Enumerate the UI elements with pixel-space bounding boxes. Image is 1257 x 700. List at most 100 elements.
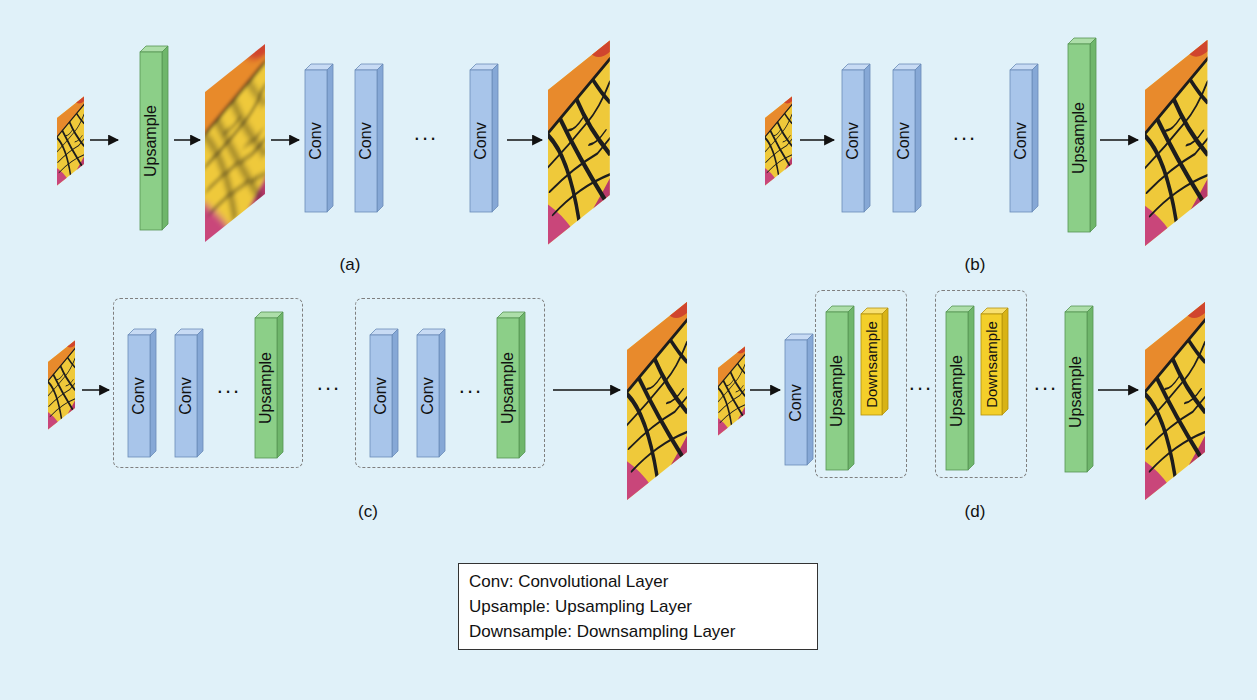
upsample-layer: Upsample — [255, 312, 283, 458]
output-image — [622, 293, 692, 509]
prism-front — [355, 70, 377, 212]
layer-face: Upsample — [1068, 44, 1090, 232]
ellipsis-mark: ... — [414, 120, 438, 146]
layer-label: Downsample — [984, 321, 999, 408]
layer-label: Conv — [420, 377, 436, 414]
flow-arrow — [800, 139, 834, 141]
layer-label: Upsample — [143, 105, 159, 177]
prism-side — [519, 312, 525, 458]
layer-face: Conv — [1010, 70, 1032, 212]
flow-arrow — [1100, 139, 1138, 141]
conv-layer: Conv — [175, 329, 203, 457]
prism-side — [1087, 306, 1093, 472]
upsample-layer: Upsample — [826, 306, 854, 470]
upsample-layer: Upsample — [1068, 38, 1096, 232]
prism-side — [807, 334, 813, 465]
prism-side — [1032, 64, 1038, 212]
prism-side — [1002, 308, 1008, 415]
caption-text: (b) — [965, 255, 986, 274]
layer-face: Conv — [305, 70, 327, 212]
conv-layer: Conv — [1010, 64, 1038, 212]
conv-layer: Conv — [355, 64, 383, 212]
prism-side — [915, 64, 921, 212]
output-image — [1140, 293, 1210, 509]
layer-face: Conv — [175, 335, 197, 457]
layer-label: Upsample — [949, 355, 965, 427]
ellipsis-text: ... — [953, 120, 977, 145]
conv-layer: Conv — [785, 334, 813, 465]
conv-layer: Conv — [417, 329, 445, 457]
layer-label: Conv — [896, 122, 912, 159]
layer-face: Upsample — [946, 312, 968, 470]
layer-face: Upsample — [140, 52, 162, 230]
prism-side — [150, 329, 156, 457]
prism-front — [417, 335, 439, 457]
layer-label: Upsample — [500, 352, 516, 424]
prism-front — [946, 312, 968, 470]
upsampled-image — [200, 35, 270, 251]
prism-side — [327, 64, 333, 212]
prism-side — [277, 312, 283, 458]
layer-label: Conv — [473, 122, 489, 159]
panel-caption: (c) — [358, 502, 378, 522]
ellipsis-text: ... — [414, 120, 438, 145]
output-image — [543, 31, 615, 253]
legend-entry: Upsample: Upsampling Layer — [469, 594, 807, 619]
input-image — [763, 92, 795, 189]
layer-face: Downsample — [981, 314, 1002, 415]
prism-side — [162, 46, 168, 230]
prism-front — [305, 70, 327, 212]
flow-arrow — [90, 139, 118, 141]
flow-arrow — [507, 139, 542, 141]
prism-front — [370, 335, 392, 457]
prism-front — [128, 335, 150, 457]
conv-layer: Conv — [128, 329, 156, 457]
prism-side — [392, 329, 398, 457]
flow-arrow — [271, 139, 299, 141]
panel-caption: (a) — [340, 255, 361, 275]
input-image — [55, 92, 87, 189]
prism-front — [842, 70, 864, 212]
layer-face: Upsample — [1065, 312, 1087, 472]
prism-side — [848, 306, 854, 470]
flow-arrow — [174, 139, 200, 141]
prism-side — [492, 64, 498, 212]
layer-group: Conv Conv Upsample — [113, 298, 303, 468]
conv-layer: Conv — [893, 64, 921, 212]
upsample-layer: Upsample — [946, 306, 974, 470]
layer-face: Upsample — [255, 318, 277, 458]
layer-face: Downsample — [861, 314, 882, 415]
ellipsis-mark: ... — [1034, 370, 1058, 396]
prism-front — [175, 335, 197, 457]
ellipsis-mark: ... — [909, 370, 933, 396]
prism-side — [968, 306, 974, 470]
prism-side — [197, 329, 203, 457]
ellipsis-text: ... — [909, 370, 933, 395]
ellipsis-mark: ... — [953, 120, 977, 146]
flow-arrow — [553, 389, 620, 391]
layer-label: Downsample — [864, 321, 879, 408]
ellipsis-text: ... — [1034, 370, 1058, 395]
layer-label: Upsample — [1068, 356, 1084, 428]
prism-side — [377, 64, 383, 212]
legend-box: Conv: Convolutional LayerUpsample: Upsam… — [458, 563, 818, 650]
layer-face: Conv — [128, 335, 150, 457]
layer-group: Upsample Downsample — [935, 290, 1027, 478]
flow-arrow — [1098, 389, 1138, 391]
ellipsis-text: ... — [459, 373, 483, 398]
layer-label: Conv — [358, 122, 374, 159]
prism-front — [1010, 70, 1032, 212]
layer-face: Conv — [355, 70, 377, 212]
prism-front — [981, 314, 1002, 415]
layer-label: Conv — [1013, 122, 1029, 159]
prism-front — [1068, 44, 1090, 232]
layer-face: Conv — [417, 335, 439, 457]
upsample-layer: Upsample — [140, 46, 168, 230]
layer-label: Upsample — [829, 355, 845, 427]
conv-layer: Conv — [842, 64, 870, 212]
caption-text: (d) — [965, 502, 986, 521]
layer-label: Conv — [308, 122, 324, 159]
ellipsis-text: ... — [317, 370, 341, 395]
layer-face: Conv — [370, 335, 392, 457]
